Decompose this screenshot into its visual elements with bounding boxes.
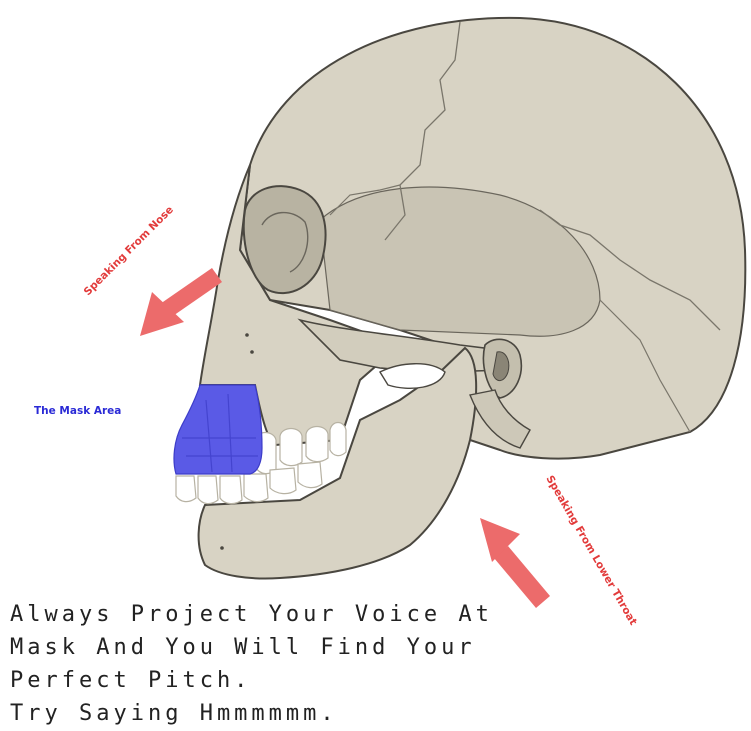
- caption-line-3: Perfect Pitch.: [10, 664, 610, 697]
- label-speaking-from-nose: Speaking From Nose: [82, 204, 176, 298]
- caption: Always Project Your Voice At Mask And Yo…: [10, 598, 610, 730]
- caption-line-4: Try Saying Hmmmmmm.: [10, 697, 610, 730]
- eye-orbit: [244, 186, 326, 293]
- mask-area-highlight: [174, 385, 262, 474]
- caption-line-1: Always Project Your Voice At: [10, 598, 610, 631]
- caption-line-2: Mask And You Will Find Your: [10, 631, 610, 664]
- label-mask-area: The Mask Area: [34, 405, 121, 417]
- arrow-up-left-icon: [480, 518, 550, 608]
